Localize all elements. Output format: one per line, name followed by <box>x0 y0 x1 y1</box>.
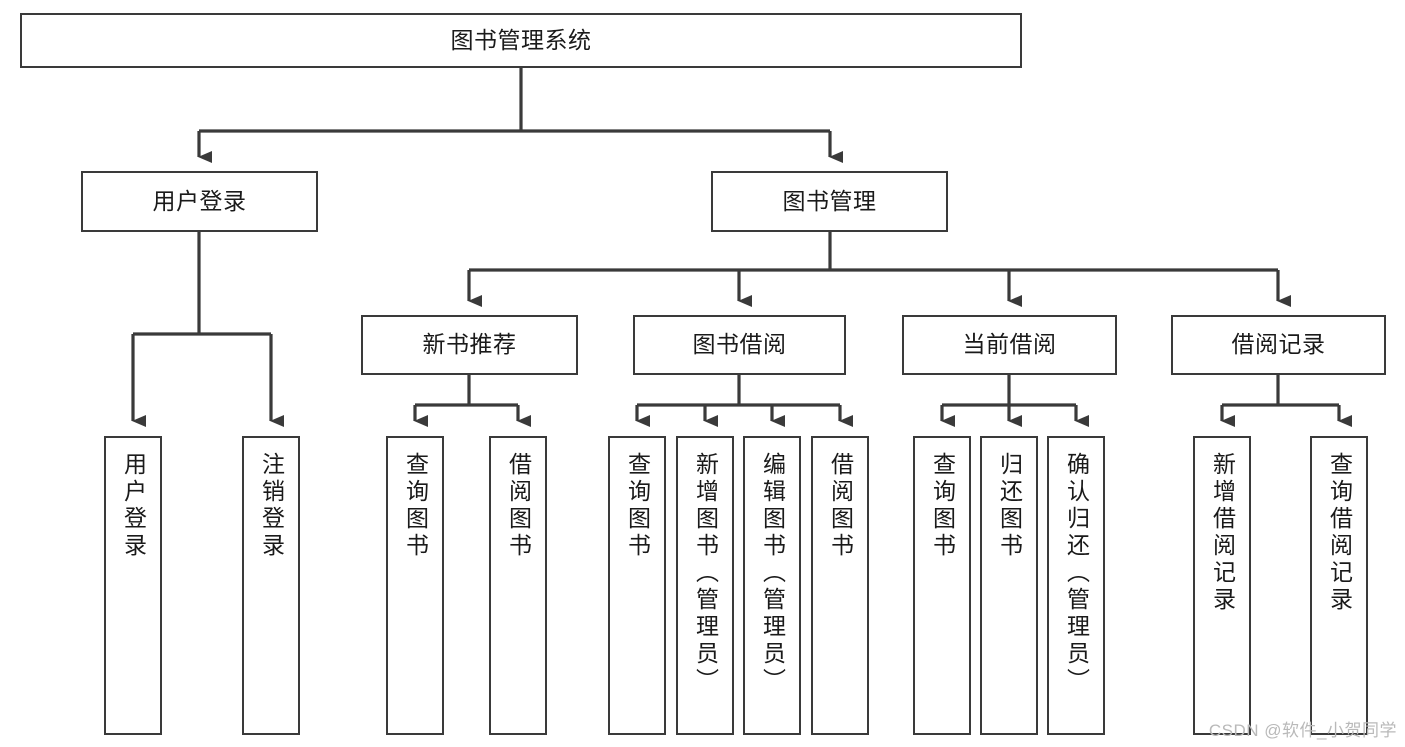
node-book-borrow[interactable]: 图书借阅 <box>633 315 846 375</box>
leaf-book-borrow-edit[interactable]: 编辑图书（管理员） <box>743 436 801 735</box>
leaf-book-borrow-query[interactable]: 查询图书 <box>608 436 666 735</box>
node-label: 归还图书 <box>996 452 1023 560</box>
node-label: 当前借阅 <box>962 331 1057 358</box>
node-label: 借阅图书 <box>505 452 532 560</box>
node-label: 图书借阅 <box>692 331 787 358</box>
leaf-new-book-query[interactable]: 查询图书 <box>386 436 444 735</box>
node-label: 编辑图书（管理员） <box>759 452 786 695</box>
node-borrow-record[interactable]: 借阅记录 <box>1171 315 1386 375</box>
node-label: 注销登录 <box>258 452 285 560</box>
leaf-current-borrow-confirm-return[interactable]: 确认归还（管理员） <box>1047 436 1105 735</box>
node-current-borrow[interactable]: 当前借阅 <box>902 315 1117 375</box>
node-label: 查询图书 <box>402 452 429 560</box>
leaf-book-borrow-add[interactable]: 新增图书（管理员） <box>676 436 734 735</box>
node-book-management[interactable]: 图书管理 <box>711 171 948 232</box>
leaf-borrow-record-query[interactable]: 查询借阅记录 <box>1310 436 1368 735</box>
node-label: 图书管理系统 <box>450 26 592 53</box>
leaf-current-borrow-query[interactable]: 查询图书 <box>913 436 971 735</box>
leaf-borrow-record-add[interactable]: 新增借阅记录 <box>1193 436 1251 735</box>
node-label: 查询借阅记录 <box>1326 452 1353 614</box>
leaf-user-login-signin[interactable]: 用户登录 <box>104 436 162 735</box>
leaf-book-borrow-borrow[interactable]: 借阅图书 <box>811 436 869 735</box>
node-user-login[interactable]: 用户登录 <box>81 171 318 232</box>
node-label: 查询图书 <box>929 452 956 560</box>
leaf-user-login-signout[interactable]: 注销登录 <box>242 436 300 735</box>
node-label: 新书推荐 <box>422 331 517 358</box>
node-label: 图书管理 <box>782 187 877 214</box>
node-label: 用户登录 <box>120 452 147 560</box>
node-label: 借阅记录 <box>1231 331 1326 358</box>
node-label: 新增图书（管理员） <box>692 452 719 695</box>
node-root-book-management-system[interactable]: 图书管理系统 <box>20 13 1022 68</box>
node-label: 确认归还（管理员） <box>1063 452 1090 695</box>
node-new-book-recommend[interactable]: 新书推荐 <box>361 315 578 375</box>
node-label: 查询图书 <box>624 452 651 560</box>
node-label: 新增借阅记录 <box>1209 452 1236 614</box>
csdn-watermark: CSDN @软件_小贺同学 <box>1208 721 1397 740</box>
node-label: 用户登录 <box>152 187 247 214</box>
node-label: 借阅图书 <box>827 452 854 560</box>
leaf-current-borrow-return[interactable]: 归还图书 <box>980 436 1038 735</box>
leaf-new-book-borrow[interactable]: 借阅图书 <box>489 436 547 735</box>
